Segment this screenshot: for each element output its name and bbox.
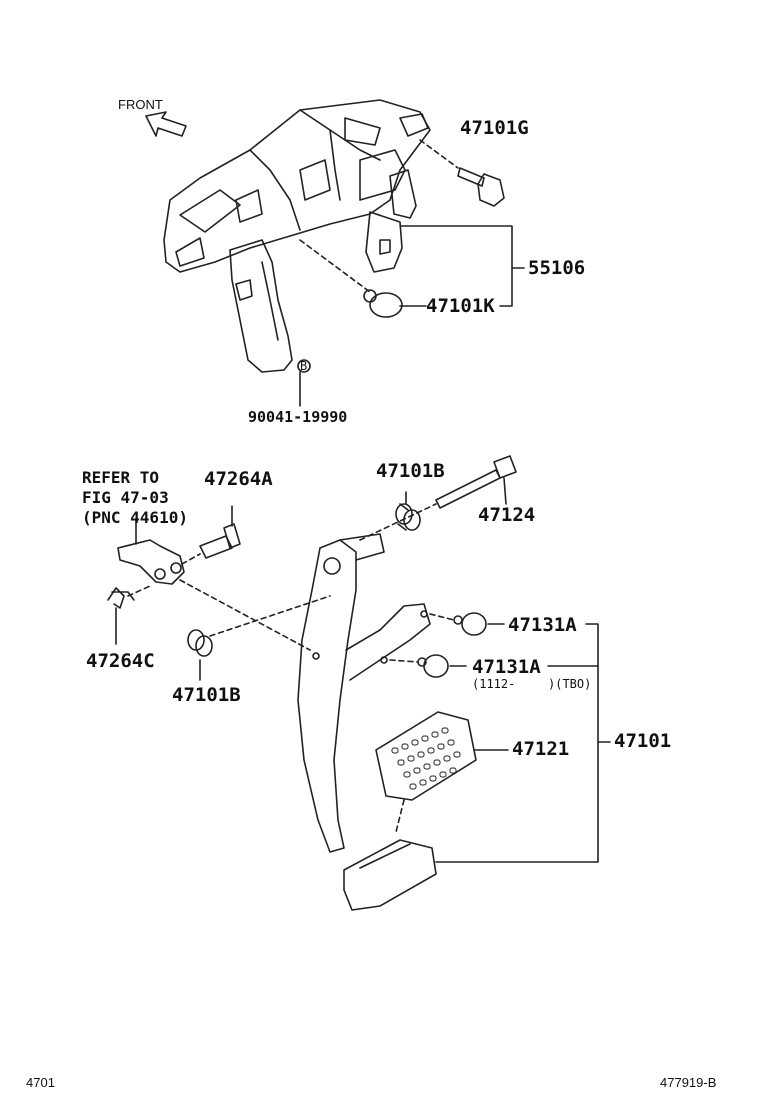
clip-47264C	[107, 585, 151, 645]
label-47131A-note-right: )(TBO)	[548, 677, 592, 691]
pedal-arm	[297, 533, 437, 911]
label-47131A-upper: 47131A	[508, 614, 577, 636]
refer-note-line1: REFER TO	[82, 468, 160, 487]
label-90041-19990: 90041-19990	[248, 408, 348, 426]
pad-cover-47121	[375, 711, 477, 833]
bushing-47101B-top	[395, 491, 421, 531]
label-47131A-lower: 47131A	[472, 656, 541, 678]
label-47131A-note-left: (1112-	[472, 677, 516, 691]
front-label: FRONT	[118, 97, 163, 112]
circle-mark-b: B	[300, 359, 308, 373]
label-47264A: 47264A	[204, 468, 273, 490]
refer-note: REFER TO FIG 47-03 (PNC 44610)	[82, 468, 188, 528]
label-47124: 47124	[478, 504, 536, 526]
label-47101B-top: 47101B	[376, 460, 445, 482]
bushing-47101B-bottom	[179, 579, 331, 681]
clevis	[117, 519, 185, 585]
stopper-47131A-lower	[389, 654, 449, 678]
bolt-47124	[359, 455, 517, 541]
clip-47101K	[363, 289, 403, 318]
figure-number: 4701	[26, 1075, 55, 1090]
pin-47264A	[181, 505, 241, 565]
front-arrow-icon	[145, 111, 187, 137]
label-47101G: 47101G	[460, 117, 529, 139]
pedal-bracket	[163, 99, 431, 373]
stopper-47131A-upper	[429, 612, 487, 636]
bolt-47101G	[419, 139, 505, 207]
illustration-id: 477919-B	[660, 1075, 717, 1090]
label-47121: 47121	[512, 738, 570, 760]
label-47101K: 47101K	[426, 295, 495, 317]
label-47264C: 47264C	[86, 650, 155, 672]
refer-note-line2: FIG 47-03	[82, 488, 169, 507]
refer-note-line3: (PNC 44610)	[82, 508, 188, 527]
label-47101B-bottom: 47101B	[172, 684, 241, 706]
label-55106: 55106	[528, 257, 586, 279]
label-47101: 47101	[614, 730, 672, 752]
